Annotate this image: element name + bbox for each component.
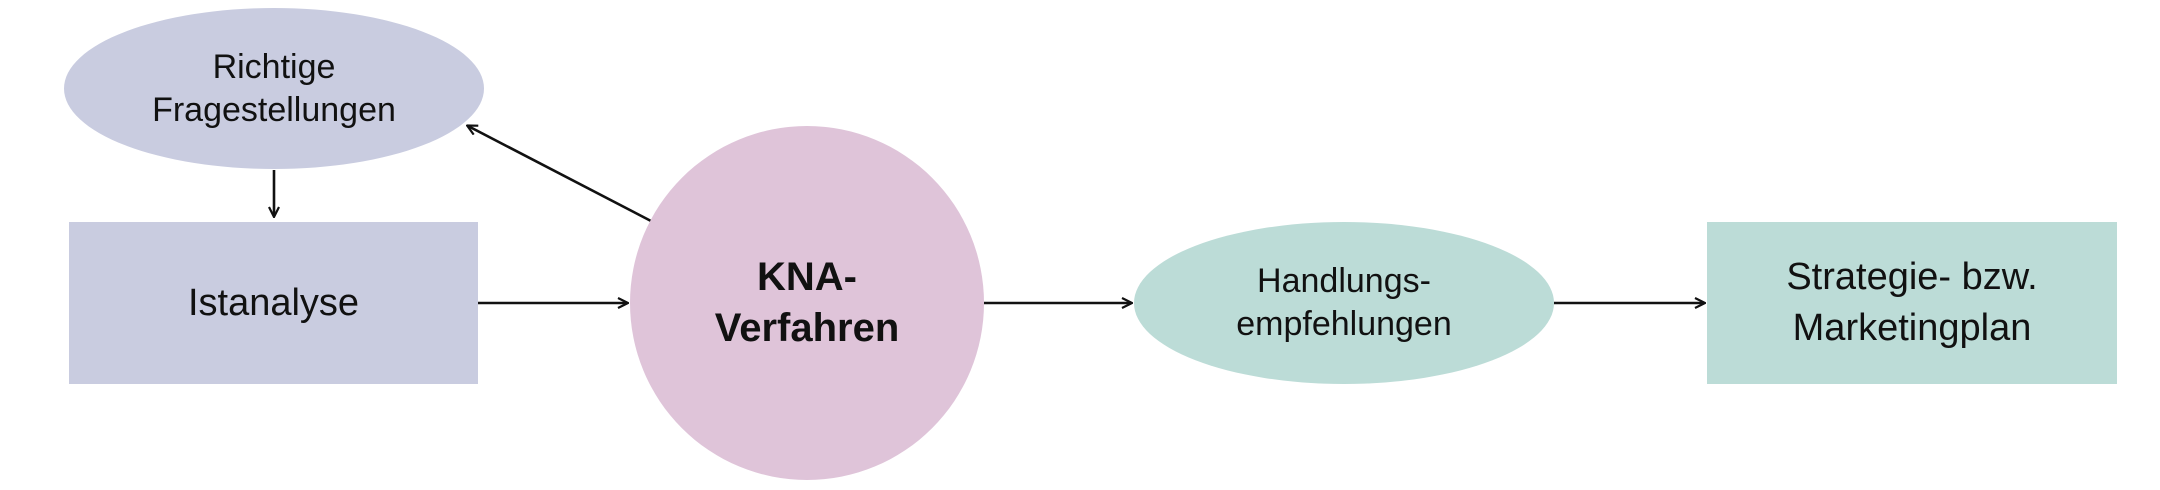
node-istanalyse: Istanalyse — [69, 222, 478, 384]
node-strategie-marketingplan: Strategie- bzw. Marketingplan — [1707, 222, 2117, 384]
node-richtige-fragestellungen: Richtige Fragestellungen — [64, 8, 484, 169]
node-kna-verfahren: KNA- Verfahren — [630, 126, 984, 480]
node-handlungsempfehlungen: Handlungs- empfehlungen — [1134, 222, 1554, 384]
node-label: Richtige Fragestellungen — [152, 47, 396, 129]
node-label: Strategie- bzw. Marketingplan — [1786, 256, 2038, 349]
node-label: KNA- Verfahren — [714, 255, 900, 350]
node-label: Istanalyse — [187, 282, 360, 324]
arrow-kna-to-fragestellungen — [468, 126, 652, 223]
node-label: Handlungs- empfehlungen — [1236, 262, 1452, 343]
